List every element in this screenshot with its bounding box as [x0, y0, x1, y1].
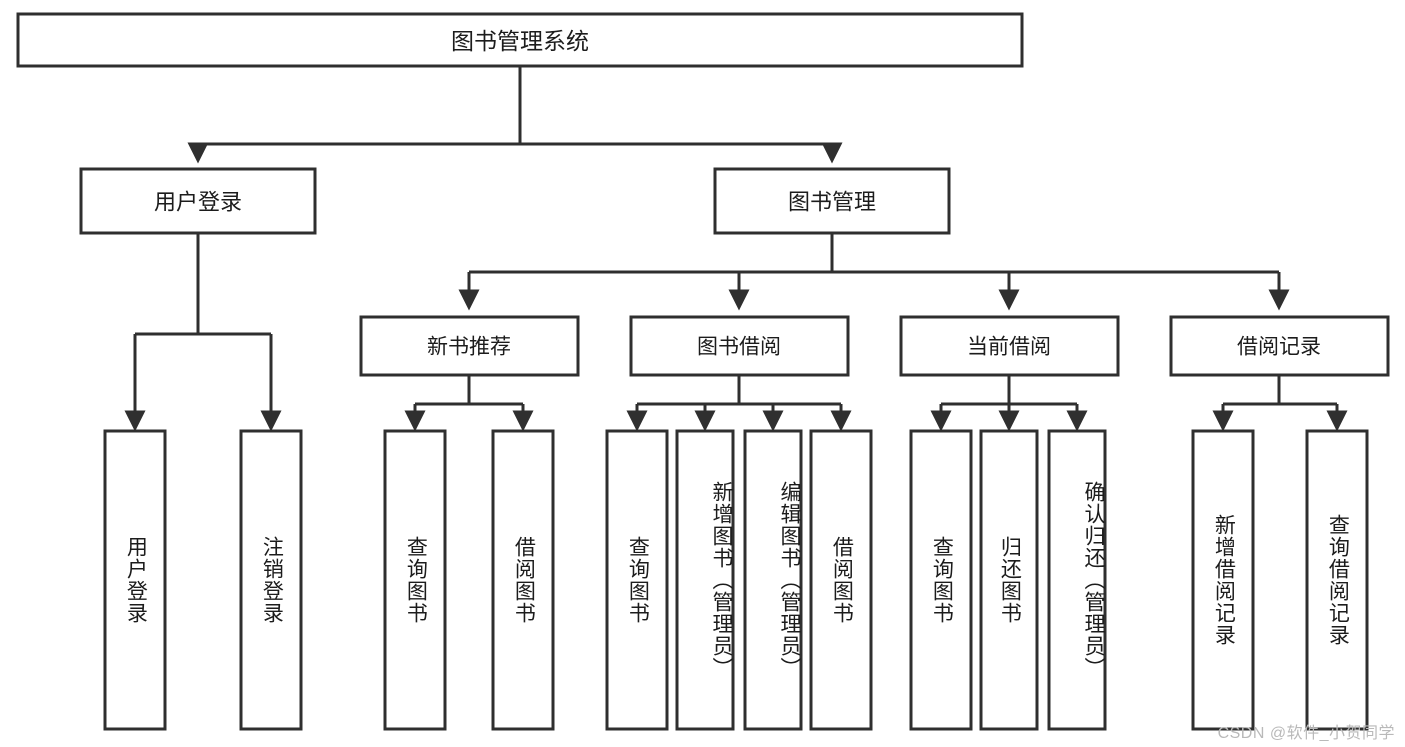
- edges-userlogin-to-leaves: [124, 233, 282, 432]
- leaf-rect-logout[interactable]: [239, 429, 303, 731]
- node-borrow-record-label: 借阅记录: [1237, 336, 1321, 359]
- node-book-management[interactable]: 图书管理: [713, 167, 951, 235]
- edges-bookmgmt-to-level3: [458, 233, 1290, 311]
- leaf-rects: [103, 429, 1369, 731]
- node-book-borrow-label: 图书借阅: [697, 336, 781, 359]
- leaf-rect-bb-query-book[interactable]: [605, 429, 669, 731]
- leaf-rect-cb-confirm-return[interactable]: [1047, 429, 1107, 731]
- csdn-watermark: CSDN @软件_小贺同学: [1217, 725, 1395, 742]
- node-new-book-recommend-label: 新书推荐: [427, 336, 511, 359]
- leaf-rect-cb-return-book[interactable]: [979, 429, 1039, 731]
- leaf-rect-user-login[interactable]: [103, 429, 167, 731]
- leaf-rect-nb-query-book[interactable]: [383, 429, 447, 731]
- leaf-rect-br-query-record[interactable]: [1305, 429, 1369, 731]
- node-root[interactable]: 图书管理系统: [16, 12, 1024, 68]
- leaf-rect-cb-query-book[interactable]: [909, 429, 973, 731]
- node-borrow-record[interactable]: 借阅记录: [1169, 315, 1390, 377]
- node-book-management-label: 图书管理: [788, 190, 876, 215]
- leaf-rect-bb-edit-book[interactable]: [743, 429, 803, 731]
- leaf-rect-bb-add-book[interactable]: [675, 429, 735, 731]
- edges-newbook-to-leaves: [404, 375, 534, 432]
- node-user-login-label: 用户登录: [154, 190, 242, 215]
- node-book-borrow[interactable]: 图书借阅: [629, 315, 850, 377]
- leaf-rect-br-add-record[interactable]: [1191, 429, 1255, 731]
- leaf-rect-bb-borrow-book[interactable]: [809, 429, 873, 731]
- edges-borrow-to-leaves: [626, 375, 852, 432]
- node-user-login[interactable]: 用户登录: [79, 167, 317, 235]
- edges-record-to-leaves: [1212, 375, 1348, 432]
- leaf-rect-nb-borrow-book[interactable]: [491, 429, 555, 731]
- node-current-borrow[interactable]: 当前借阅: [899, 315, 1120, 377]
- edges-root-to-level2: [187, 66, 843, 164]
- node-new-book-recommend[interactable]: 新书推荐: [359, 315, 580, 377]
- edges-current-to-leaves: [930, 375, 1088, 432]
- node-root-label: 图书管理系统: [451, 28, 589, 54]
- node-current-borrow-label: 当前借阅: [967, 336, 1051, 359]
